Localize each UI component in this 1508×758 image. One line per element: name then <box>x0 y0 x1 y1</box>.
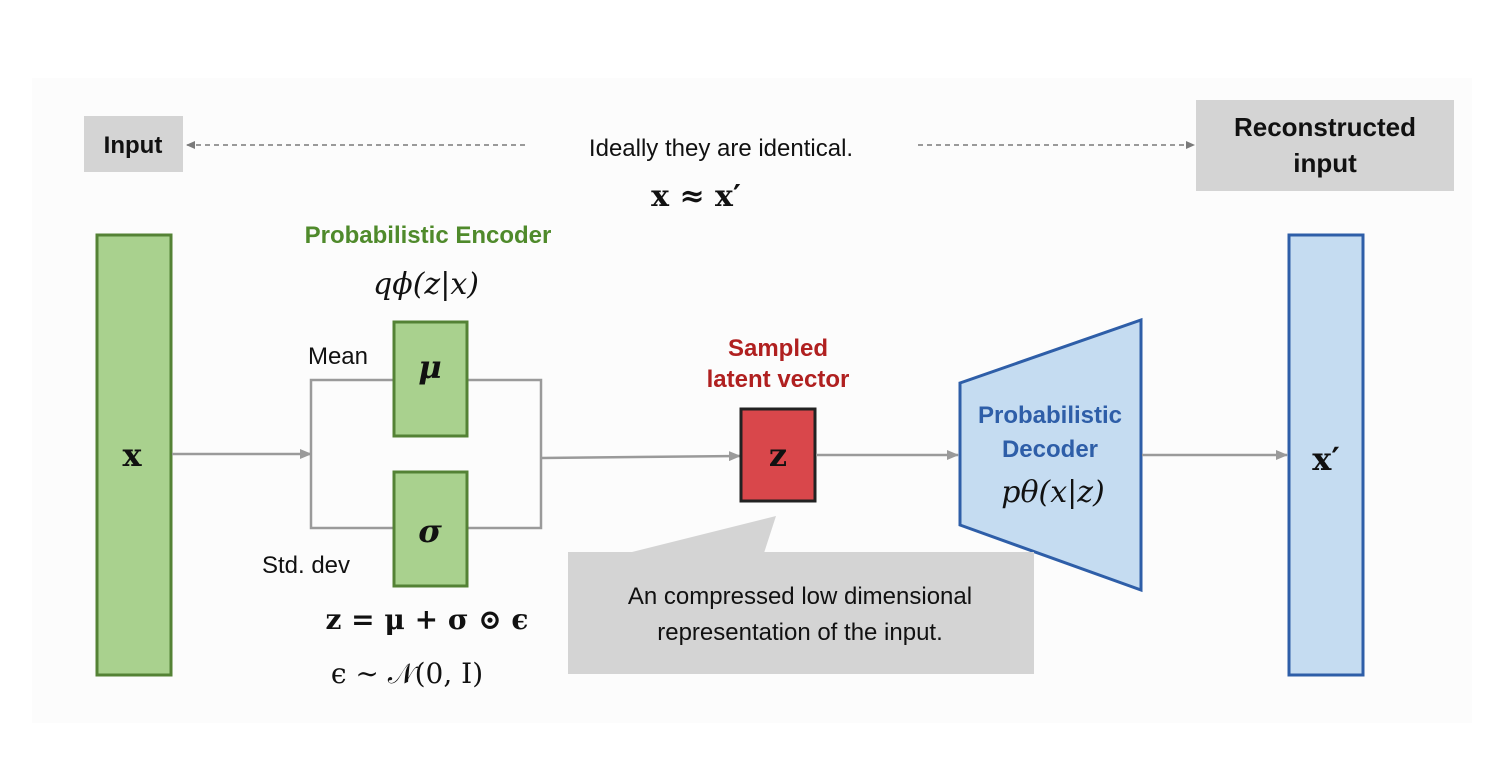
callout-text-line1: An compressed low dimensional <box>628 583 972 610</box>
input-x-bar <box>95 233 173 677</box>
encoder-to-z-arrow <box>540 451 741 462</box>
decoder-label-line2: Decoder <box>1002 436 1098 463</box>
sampled-label-line1: Sampled <box>728 335 828 362</box>
callout-box <box>568 552 1034 674</box>
identical-note: Ideally they are identical. <box>589 135 853 162</box>
sigma-symbol: σ <box>418 512 442 550</box>
encoder-merge-line-top <box>467 378 543 530</box>
callout-pointer <box>628 516 776 553</box>
reconstructed-input-label-line2: input <box>1293 148 1357 178</box>
callout-text-line2: representation of the input. <box>657 619 943 646</box>
encoder-formula: qϕ(z|x) <box>373 267 479 302</box>
output-x-prime-symbol: x′ <box>1312 440 1340 478</box>
decoder-label-line1: Probabilistic <box>978 402 1122 429</box>
sampled-label-line2: latent vector <box>707 366 850 393</box>
mean-label: Mean <box>308 343 368 370</box>
input-x-symbol: x <box>122 436 142 474</box>
noise-formula: ϵ ∼ 𝒩(0, I) <box>331 657 483 690</box>
mu-symbol: μ <box>418 348 441 386</box>
input-label-box <box>84 116 183 172</box>
encoder-split-line-top <box>309 378 394 454</box>
encoder-title: Probabilistic Encoder <box>305 222 552 249</box>
decoder-trapezoid <box>958 317 1143 593</box>
identical-formula: x ≈ x′ <box>651 179 741 214</box>
sigma-box <box>392 470 469 588</box>
z-box <box>739 407 817 503</box>
encoder-split-line-bottom <box>309 454 394 530</box>
output-x-prime-bar <box>1287 233 1365 677</box>
z-symbol: z <box>769 436 787 474</box>
std-dev-label: Std. dev <box>262 552 350 579</box>
mu-box <box>392 320 469 438</box>
input-label: Input <box>104 132 163 159</box>
reparam-formula: z = μ + σ ⊙ ϵ <box>326 603 529 636</box>
reconstructed-input-box <box>1196 100 1454 191</box>
reconstructed-input-label-line1: Reconstructed <box>1234 112 1416 142</box>
decoder-formula: pθ(x|z) <box>1001 475 1105 510</box>
